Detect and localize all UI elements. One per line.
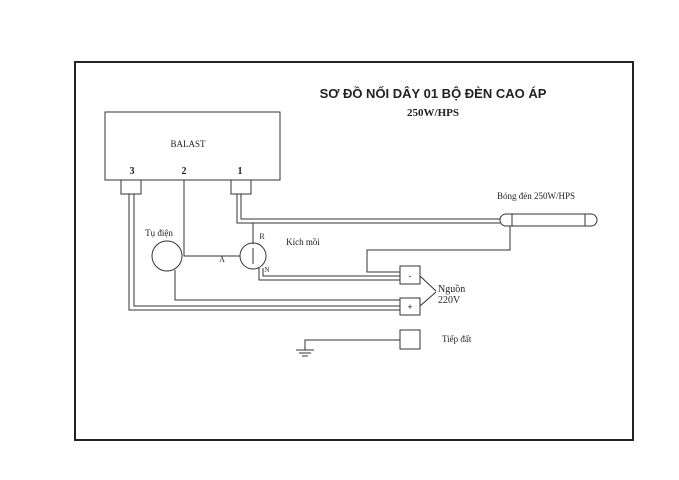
power-plus-label: + [407, 302, 412, 312]
diagram-subtitle: 250W/HPS [407, 107, 459, 119]
ballast-terminal-1 [230, 179, 252, 195]
wire-igniter-minus-b [262, 268, 400, 277]
wire-igniter-minus-a [258, 268, 400, 281]
ballast-box [104, 111, 281, 181]
capacitor-label: Tụ điện [145, 228, 173, 238]
wire-t1-lamp-inner [240, 194, 500, 220]
wire-t3-plus-inner [133, 194, 400, 307]
diagram-frame [74, 61, 634, 441]
wire-t2-igniter [183, 180, 240, 257]
ballast-terminal-label-3: 3 [130, 166, 135, 177]
wire-ground [304, 339, 400, 350]
power-minus-terminal [399, 265, 421, 285]
igniter-symbol [239, 242, 267, 270]
power-minus-label: - [409, 271, 412, 281]
power-label-line2: 220V [438, 295, 461, 306]
ground-label: Tiếp đất [442, 334, 472, 344]
igniter-label: Kích mồi [286, 237, 320, 247]
lamp-label: Bóng đèn 250W/HPS [497, 191, 575, 201]
wire-t3-plus-outer [128, 194, 400, 311]
igniter-pin-n: N [264, 266, 269, 274]
wire-lamp-minus [366, 226, 511, 273]
ground-terminal [399, 329, 421, 350]
power-bracket-top [419, 275, 437, 292]
power-bracket-bottom [419, 291, 437, 307]
igniter-pin-a: A [219, 255, 225, 264]
power-plus-terminal [399, 297, 421, 316]
capacitor-symbol [151, 240, 183, 272]
lamp-tube [499, 213, 598, 227]
ballast-terminal-label-2: 2 [182, 166, 187, 177]
ballast-terminal-3 [120, 179, 142, 195]
diagram-title: SƠ ĐỒ NỐI DÂY 01 BỘ ĐÈN CAO ÁP [320, 86, 547, 101]
igniter-pin-r: R [259, 232, 265, 241]
ballast-label: BALAST [170, 139, 206, 149]
wire-t1-lamp-outer [236, 194, 500, 224]
wire-capacitor-plus [174, 270, 400, 301]
power-label-line1: Nguồn [438, 284, 465, 295]
ballast-terminal-label-1: 1 [238, 166, 243, 177]
